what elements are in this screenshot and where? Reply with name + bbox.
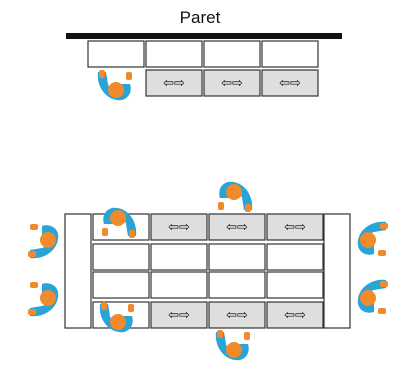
seated-person-icon — [357, 279, 388, 314]
seated-person-icon — [28, 282, 59, 317]
drawer-unit — [261, 69, 319, 97]
drawer-unit — [208, 213, 266, 241]
desk — [261, 40, 319, 68]
drawer-unit — [150, 301, 208, 329]
double-arrow-icon: ⇦⇨ — [168, 220, 190, 235]
desk — [266, 271, 324, 299]
desk — [208, 243, 266, 271]
desk — [203, 40, 261, 68]
bottom-drawer-row-top: ⇦⇨ ⇦⇨ ⇦⇨ — [150, 213, 324, 241]
desk — [150, 243, 208, 271]
drawer-unit — [266, 213, 324, 241]
desk — [92, 271, 150, 299]
seated-person-icon — [99, 302, 134, 333]
double-arrow-icon: ⇦⇨ — [168, 308, 190, 323]
double-arrow-icon: ⇦⇨ — [226, 308, 248, 323]
top-desk-row — [87, 40, 319, 68]
desk — [208, 271, 266, 299]
desk — [92, 243, 150, 271]
drawer-unit — [145, 69, 203, 97]
wall — [66, 33, 342, 39]
desk — [150, 271, 208, 299]
drawer-unit — [150, 213, 208, 241]
wall-label: Paret — [179, 8, 221, 27]
seated-person-icon — [218, 181, 253, 212]
bottom-drawer-row-bottom: ⇦⇨ ⇦⇨ ⇦⇨ — [150, 301, 324, 329]
drawer-unit — [266, 301, 324, 329]
double-arrow-icon: ⇦⇨ — [284, 220, 306, 235]
seated-person-icon — [97, 70, 132, 101]
desk — [145, 40, 203, 68]
double-arrow-icon: ⇦⇨ — [221, 76, 243, 91]
drawer-unit — [203, 69, 261, 97]
desk — [87, 40, 145, 68]
seated-person-icon — [215, 330, 250, 361]
seated-person-icon — [102, 207, 137, 238]
double-arrow-icon: ⇦⇨ — [279, 76, 301, 91]
double-arrow-icon: ⇦⇨ — [226, 220, 248, 235]
drawer-unit — [208, 301, 266, 329]
desk — [266, 243, 324, 271]
seated-person-icon — [357, 221, 388, 256]
end-table-right — [323, 213, 351, 329]
end-table-left — [64, 213, 92, 329]
seated-person-icon — [28, 224, 59, 259]
double-arrow-icon: ⇦⇨ — [284, 308, 306, 323]
double-arrow-icon: ⇦⇨ — [163, 76, 185, 91]
top-drawer-row: ⇦⇨ ⇦⇨ ⇦⇨ — [145, 69, 319, 97]
bottom-end-tables — [64, 213, 351, 329]
